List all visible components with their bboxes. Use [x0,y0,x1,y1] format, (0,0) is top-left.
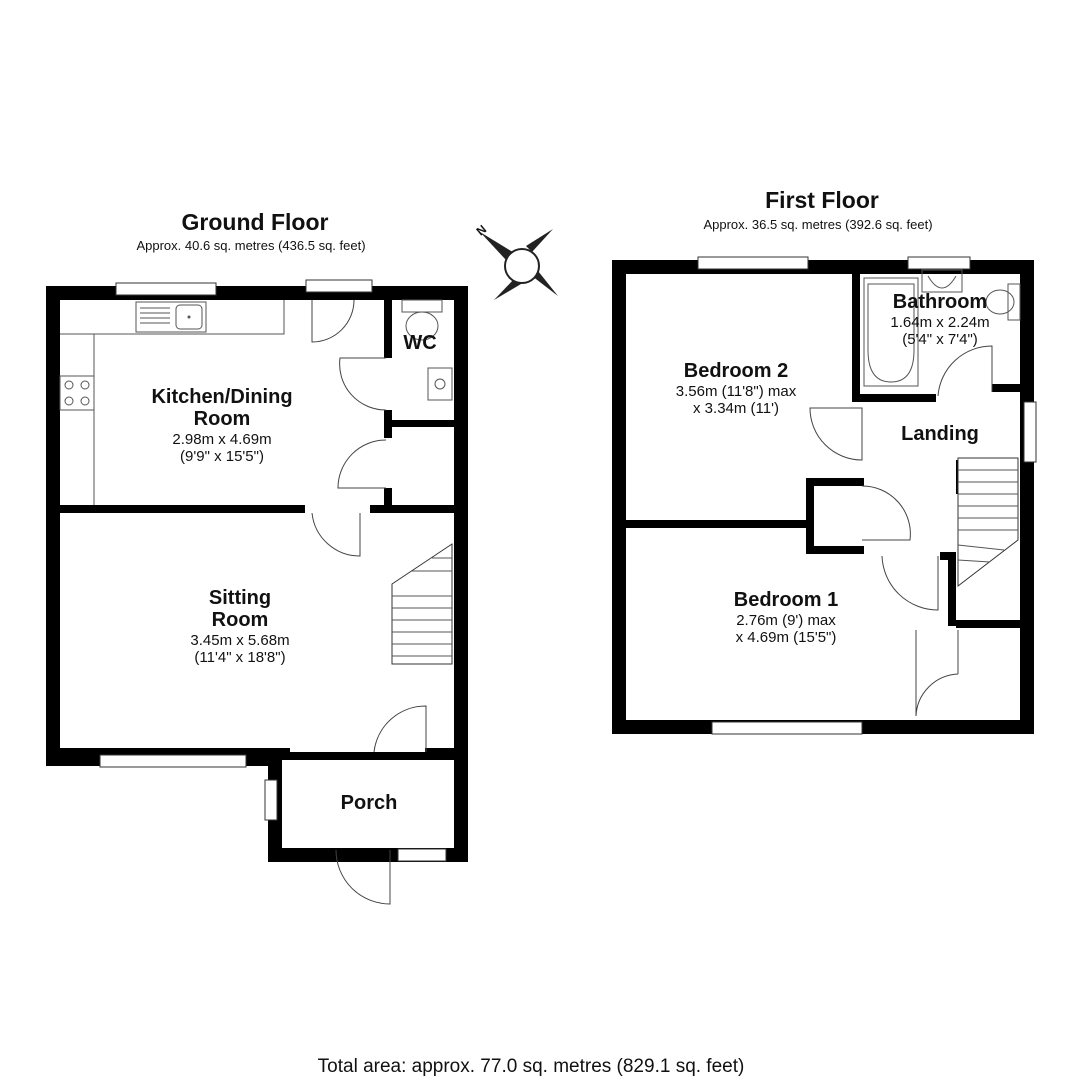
ground-floor-title: Ground Floor [182,209,329,235]
first-floor [612,256,1037,735]
compass-icon: N [474,222,558,300]
room-dim-bedroom2-line1: 3.56m (11'8") max [676,383,797,400]
hob-icon [59,375,95,411]
door-swing [337,439,387,489]
window [99,754,247,768]
toilet-icon [401,299,443,341]
window [711,721,863,735]
first-floor-area: Approx. 36.5 sq. metres (392.6 sq. feet) [703,217,932,232]
door-swing [373,705,427,753]
window [1023,401,1037,463]
room-name-kitchen-line2: Room [194,408,251,430]
window [397,848,447,862]
room-name-bedroom1: Bedroom 1 [734,589,838,611]
door-swing [339,357,387,411]
room-name-sitting-line2: Room [212,609,269,631]
basin-icon [427,367,453,401]
door-swing [311,299,355,343]
total-area: Total area: approx. 77.0 sq. metres (829… [318,1056,745,1077]
room-dim-sitting-line1: 3.45m x 5.68m [190,632,289,649]
room-dim-sitting-line2: (11'4" x 18'8") [194,649,285,666]
staircase [957,457,1019,588]
compass-north-label: N [474,222,490,238]
room-dim-bathroom-line2: (5'4" x 7'4") [902,331,978,348]
kitchen-sink-icon [135,301,207,333]
room-name-bathroom: Bathroom [893,291,987,313]
window [907,256,971,270]
window [264,779,278,821]
door-swing [809,407,863,461]
ground-floor-area: Approx. 40.6 sq. metres (436.5 sq. feet) [136,238,365,253]
door-swing [881,555,939,611]
window [305,279,373,293]
wc-wall [384,300,392,358]
kitchen-sitting-wall [60,505,305,513]
room-dim-kitchen-line1: 2.98m x 4.69m [172,431,271,448]
toilet-icon [985,283,1021,321]
room-dim-bedroom1-line2: x 4.69m (15'5") [736,629,837,646]
ground-floor [46,279,468,905]
first-floor-title: First Floor [765,187,879,213]
room-dim-bedroom1-line1: 2.76m (9') max [736,612,836,629]
room-name-sitting-line1: Sitting [209,587,271,609]
room-name-kitchen-line1: Kitchen/Dining [151,386,292,408]
door-swing [335,849,391,905]
bathroom-wall [852,274,860,402]
bath-icon [863,277,919,387]
basin-icon [921,269,963,293]
staircase [391,543,453,665]
room-name-porch: Porch [341,792,398,814]
window [697,256,809,270]
room-dim-kitchen-line2: (9'9" x 15'5") [180,448,264,465]
room-name-bedroom2: Bedroom 2 [684,360,788,382]
door-swing [311,512,361,557]
room-dim-bathroom-line1: 1.64m x 2.24m [890,314,989,331]
wardrobe-doors [915,630,959,717]
room-name-wc: WC [403,332,436,354]
room-dim-bedroom2-line2: x 3.34m (11') [693,400,779,417]
room-name-landing: Landing [901,423,979,445]
bedroom-divider-wall [626,520,806,528]
window [115,282,217,296]
door-swing [861,485,911,541]
door-swing [937,345,993,397]
